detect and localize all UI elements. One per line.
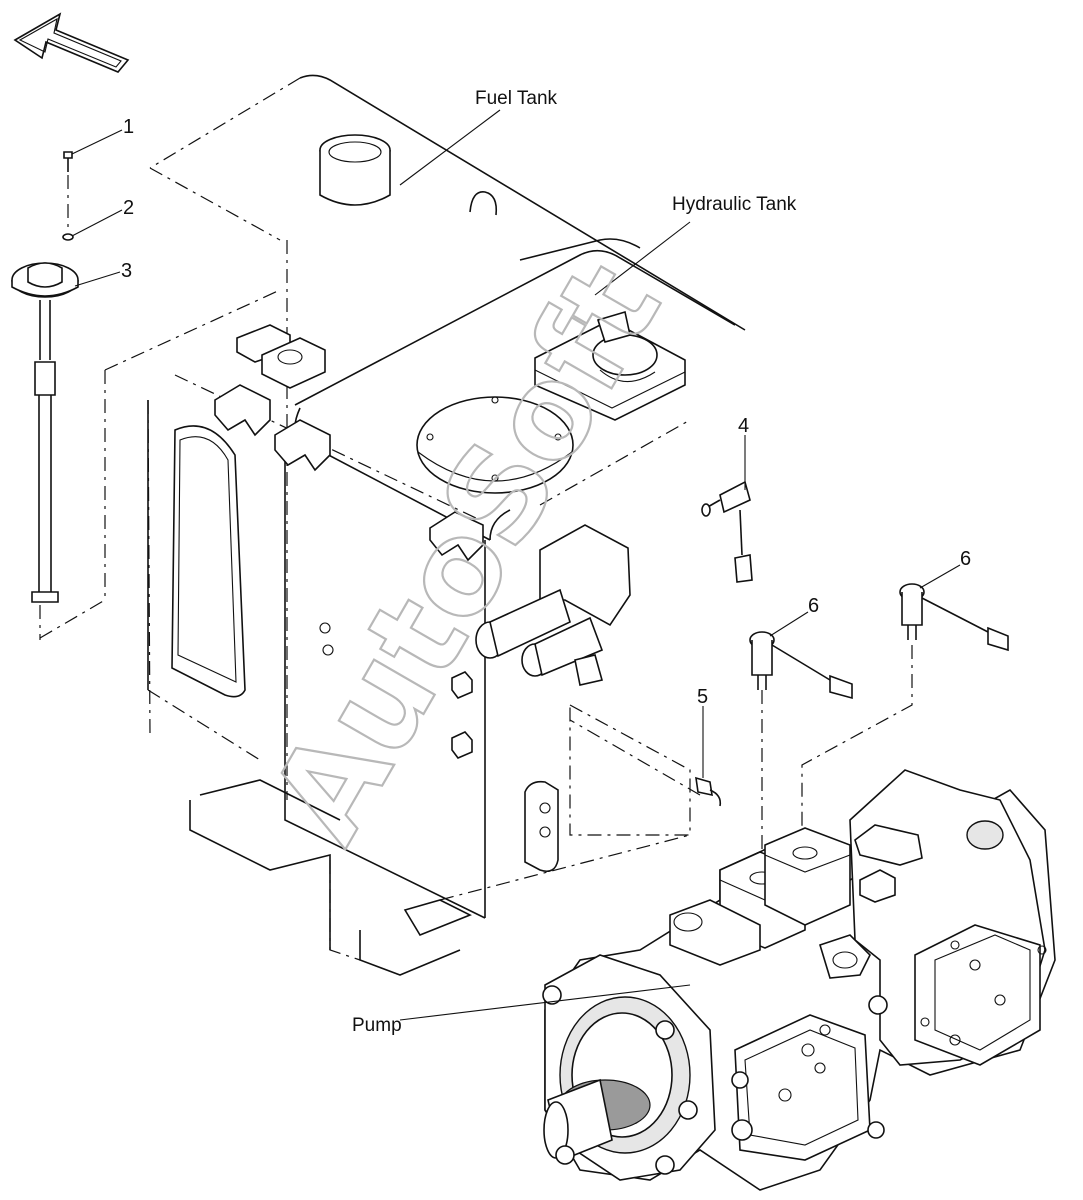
sensor-5 [569, 719, 722, 807]
labels: Fuel Tank Hydraulic Tank Pump 1 2 3 4 5 … [121, 88, 971, 1036]
hydraulic-tank-label: Hydraulic Tank [672, 194, 797, 215]
pressure-sensor-6b [801, 583, 1009, 905]
pump-label: Pump [352, 1015, 402, 1036]
callout-6b: 6 [960, 548, 971, 570]
leader-lines [71, 109, 961, 1021]
fuel-level-gauge [11, 151, 79, 640]
pressure-sensor-6a [749, 631, 853, 1000]
fuel-tank-label: Fuel Tank [475, 88, 558, 109]
hydraulic-pump [542, 769, 1056, 1191]
callout-4: 4 [738, 415, 749, 437]
callout-1: 1 [123, 116, 134, 138]
sensor-4 [701, 480, 753, 583]
tank-assembly [39, 74, 746, 976]
callout-3: 3 [121, 260, 132, 282]
front-direction-arrow-icon [13, 12, 130, 73]
callout-5: 5 [697, 686, 708, 708]
callout-6a: 6 [808, 595, 819, 617]
callout-2: 2 [123, 197, 134, 219]
